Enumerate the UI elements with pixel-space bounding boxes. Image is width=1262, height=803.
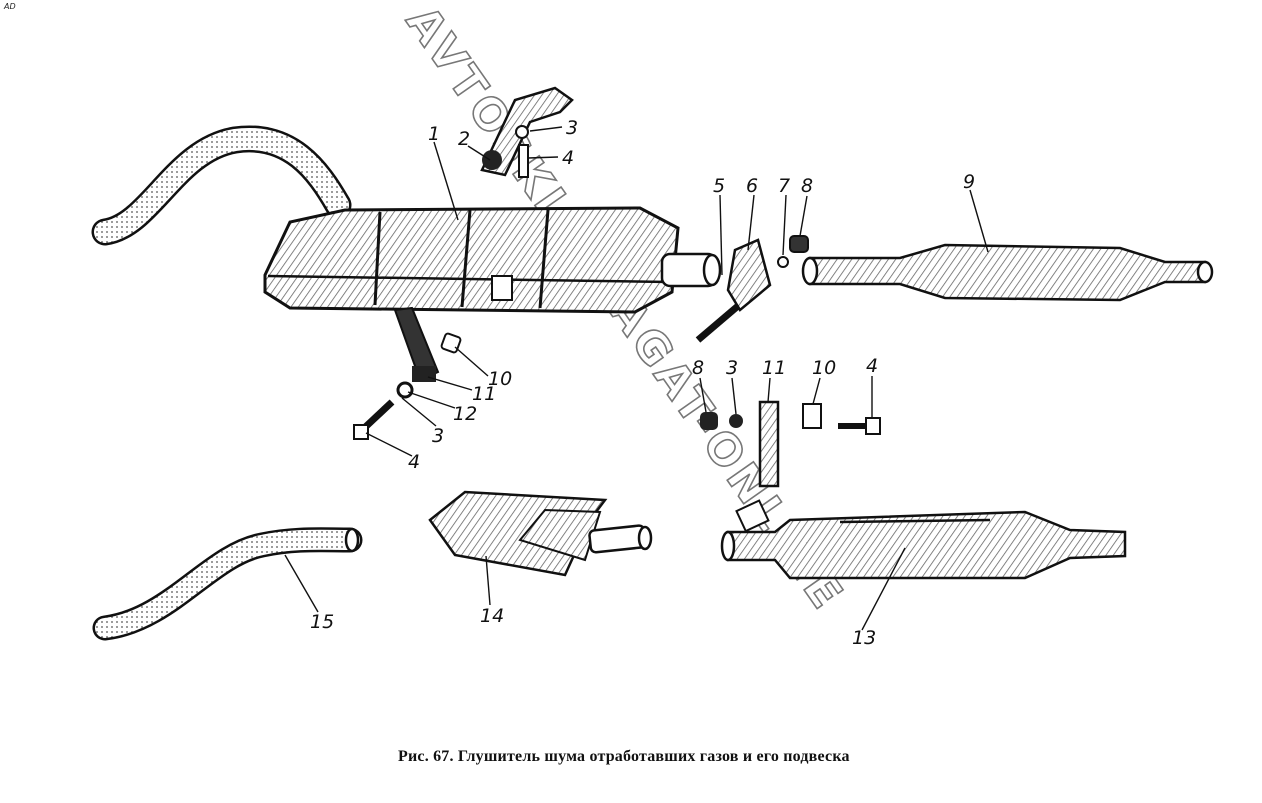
rear-pipe-part-9 bbox=[801, 243, 1214, 302]
callout-9: 9 bbox=[963, 171, 975, 193]
callout-15: 15 bbox=[310, 611, 334, 633]
callout-4-left: 4 bbox=[408, 451, 420, 473]
callout-4-right: 4 bbox=[866, 355, 878, 377]
corner-mark: AD bbox=[4, 2, 16, 11]
callout-14: 14 bbox=[480, 605, 504, 627]
callout-6: 6 bbox=[746, 175, 758, 197]
callout-8: 8 bbox=[801, 175, 813, 197]
callout-10-left: 10 bbox=[488, 368, 512, 390]
callout-11-left: 11 bbox=[472, 383, 496, 405]
callout-8-right: 8 bbox=[692, 357, 704, 379]
pipe-part-15 bbox=[92, 527, 363, 641]
main-muffler-part-1 bbox=[91, 125, 722, 382]
leader-lines bbox=[284, 126, 989, 631]
hardware-right bbox=[700, 400, 881, 488]
callout-1: 1 bbox=[428, 123, 440, 145]
callout-2: 2 bbox=[458, 128, 470, 150]
callout-5: 5 bbox=[713, 175, 725, 197]
callout-12: 12 bbox=[453, 403, 477, 425]
figure-caption: Рис. 67. Глушитель шума отработавших газ… bbox=[398, 748, 850, 765]
silencer-box-part-14 bbox=[428, 490, 653, 577]
callout-13: 13 bbox=[852, 627, 876, 649]
callout-11-right: 11 bbox=[762, 357, 786, 379]
callout-7: 7 bbox=[778, 175, 790, 197]
hardware-left bbox=[353, 332, 462, 440]
muffler-part-13 bbox=[720, 499, 1127, 580]
callout-4: 4 bbox=[562, 147, 574, 169]
callout-3-left: 3 bbox=[432, 425, 444, 447]
clamp-parts-5-8 bbox=[695, 235, 809, 343]
callout-10-right: 10 bbox=[812, 357, 836, 379]
callout-3: 3 bbox=[566, 117, 578, 139]
bracket-part-2 bbox=[480, 86, 574, 178]
callout-3-right: 3 bbox=[726, 357, 738, 379]
